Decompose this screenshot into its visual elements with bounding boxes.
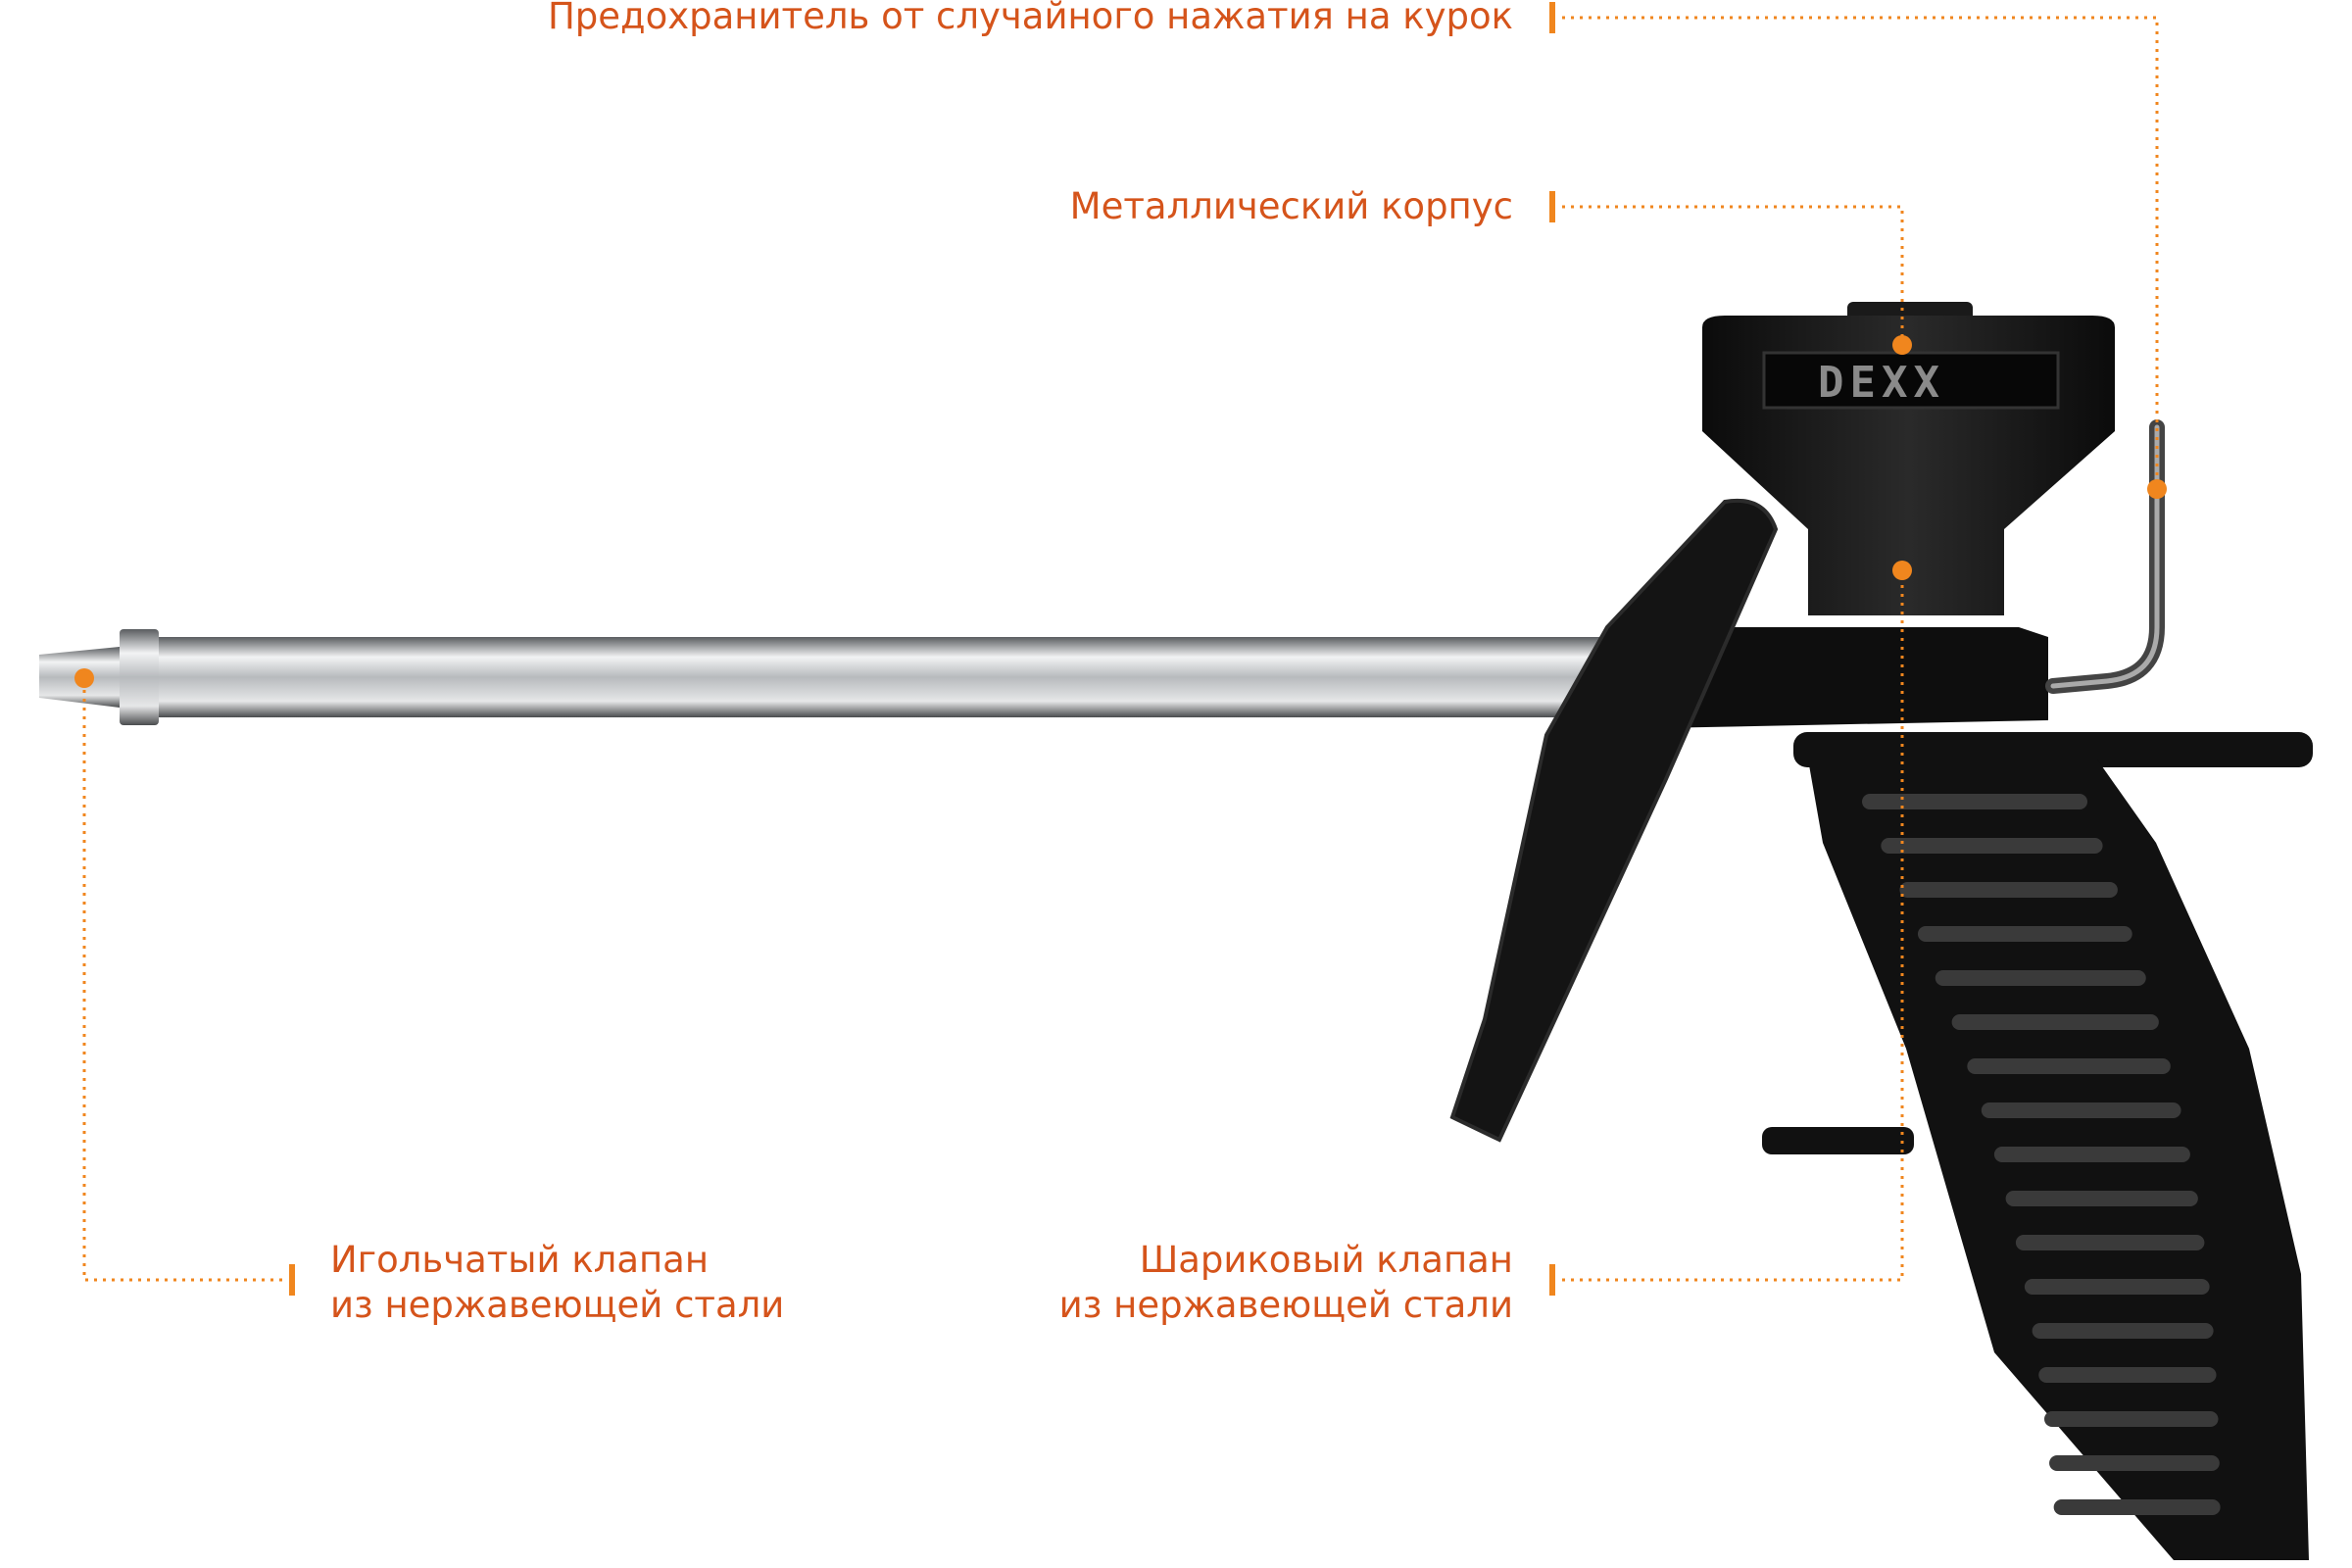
callout-lines	[82, 16, 2159, 1282]
ball-valve-line2: из нержавеющей стали	[1058, 1284, 1513, 1326]
grip-slot	[2024, 1279, 2210, 1295]
grip-slot	[2044, 1411, 2219, 1427]
grip-slot	[2005, 1191, 2198, 1206]
dot-ball-valve	[1892, 561, 1912, 580]
callout-needle-valve-label: Игольчатый клапан из нержавеющей стали	[330, 1238, 784, 1328]
trigger	[1449, 498, 1779, 1143]
tick-body	[1549, 191, 1555, 222]
callout-markers	[74, 2, 2167, 1296]
grip-slot	[1935, 970, 2146, 986]
grip-slot	[2038, 1367, 2217, 1383]
tick-ball-valve	[1549, 1264, 1555, 1296]
grip-slot	[1967, 1058, 2171, 1074]
grip-slot	[1862, 794, 2087, 809]
grip-slot	[2049, 1455, 2220, 1471]
nozzle-tube	[39, 629, 1609, 725]
needle-valve-line2: из нержавеющей стали	[330, 1284, 785, 1326]
callout-body-label: Металлический корпус	[1069, 185, 1513, 227]
grip-slot	[2015, 1235, 2205, 1250]
needle-valve-line1: Игольчатый клапан	[330, 1239, 710, 1281]
hex-nut	[120, 629, 159, 725]
grip-slot	[1951, 1014, 2159, 1030]
handle	[1762, 732, 2313, 1560]
grip-slot	[1981, 1102, 2181, 1118]
ball-valve-line1: Шариковый клапан	[1139, 1239, 1513, 1281]
dot-safety	[2147, 479, 2167, 499]
tick-safety	[1549, 2, 1555, 33]
callout-ball-valve-label: Шариковый клапан из нержавеющей стали	[1059, 1238, 1513, 1328]
handle-grip-slots	[1862, 794, 2221, 1515]
grip-slot	[1899, 882, 2118, 898]
grip-slot	[2053, 1499, 2221, 1515]
dot-body	[1892, 335, 1912, 355]
grip-slot	[1881, 838, 2103, 854]
brand-logo: DEXX	[1818, 358, 1945, 408]
grip-slot	[2032, 1323, 2214, 1339]
callout-safety-label: Предохранитель от случайного нажатия на …	[547, 0, 1513, 37]
dot-needle-valve	[74, 668, 94, 688]
grip-slot	[1993, 1147, 2190, 1162]
tick-needle-valve	[289, 1264, 295, 1296]
grip-slot	[1917, 926, 2132, 942]
can-adapter: DEXX	[1702, 302, 2115, 615]
